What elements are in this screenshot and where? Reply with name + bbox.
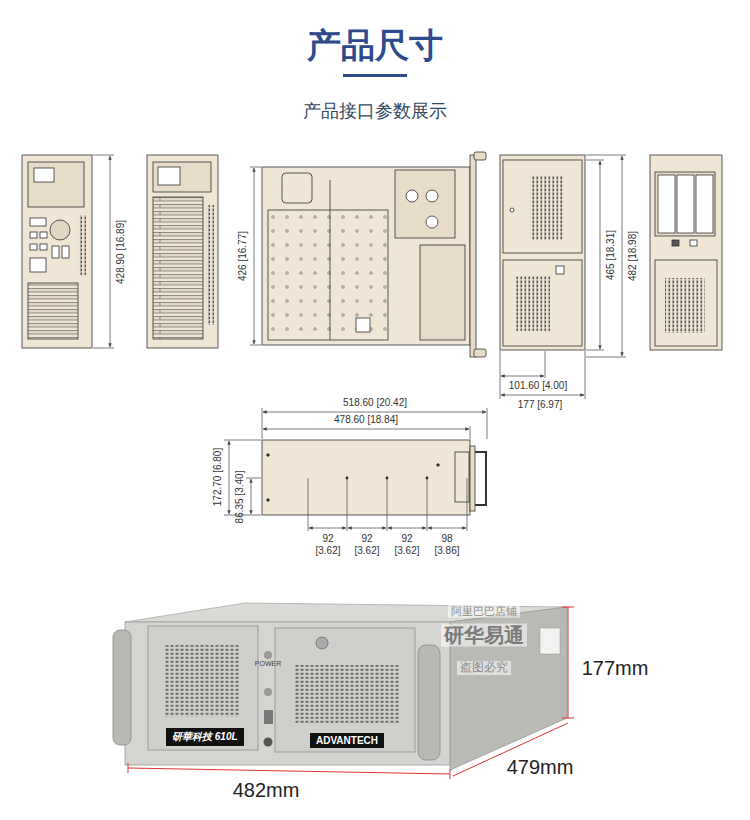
dimension-lines (93, 155, 626, 531)
dimension-text: 177 [6.97] (518, 399, 562, 411)
dimension-text: [3.62] (315, 545, 340, 557)
front-view (500, 155, 585, 350)
dimension-text: 482 [18.98] (627, 231, 639, 281)
dimension-text: 518.60 [20.42] (343, 397, 407, 409)
rear-view (22, 155, 92, 348)
measure-lines (128, 607, 574, 779)
dimension-text: [3.86] (434, 545, 459, 557)
watermark: 研华易通 (441, 624, 527, 647)
dimension-text: 465 [18.31] (605, 230, 617, 280)
dimension-text: 92 (322, 533, 333, 545)
chassis-photo (113, 603, 567, 770)
dimension-text: 478.60 [18.84] (334, 414, 398, 426)
watermark: 阿里巴巴店铺 (448, 605, 520, 618)
rear-view (147, 155, 218, 348)
title-underline (343, 74, 407, 77)
dimension-text: 86.35 [3.40] (234, 471, 246, 524)
label-strip: ADVANTECH (310, 733, 384, 748)
strip-text: ADVANTECH (316, 735, 378, 746)
measure-text: 177mm (582, 657, 649, 680)
top-view (262, 152, 486, 357)
subtitle: 产品接口参数展示 (303, 101, 447, 122)
dimension-text: [3.62] (354, 545, 379, 557)
panel-text: POWER (255, 660, 281, 668)
front-view (650, 155, 722, 350)
watermark: 盗图必究 (457, 661, 511, 675)
label-strip: 研華科技 610L (166, 728, 244, 746)
page-title: 产品尺寸 (307, 26, 443, 65)
dimension-text: 172.70 [6.80] (212, 448, 224, 506)
dimension-text: 101.60 [4.00] (509, 380, 567, 392)
measure-text: 482mm (233, 779, 300, 802)
dimension-text: 426 [16.77] (237, 231, 249, 281)
dimension-text: 428.90 [16.89] (115, 220, 127, 284)
strip-text: 研華科技 610L (172, 730, 238, 744)
dimension-text: 92 (401, 533, 412, 545)
dimension-text: 92 (361, 533, 372, 545)
feature-dots (346, 477, 429, 480)
side-view (262, 440, 486, 515)
measure-text: 479mm (507, 756, 574, 779)
dimension-text: 98 (441, 533, 452, 545)
dimension-text: [3.62] (394, 545, 419, 557)
